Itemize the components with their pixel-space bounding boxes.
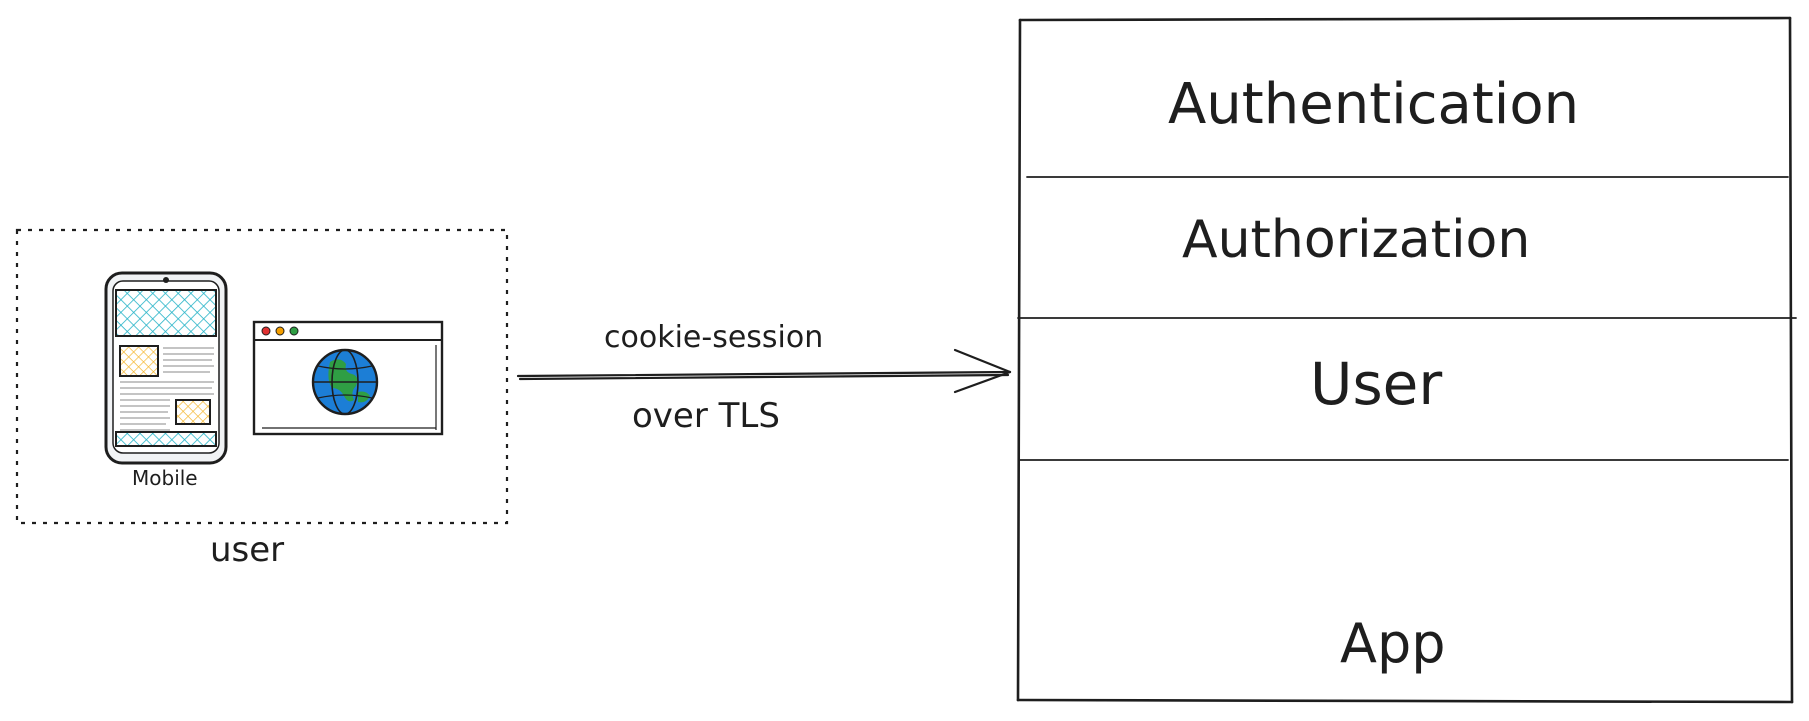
browser-window-icon	[252, 320, 444, 436]
mobile-label: Mobile	[132, 466, 198, 490]
mobile-device-icon	[104, 271, 228, 465]
user-group-boundary	[15, 228, 509, 525]
globe-icon	[311, 348, 379, 416]
layer-app-label: App	[1340, 612, 1446, 675]
layer-user-label: User	[1310, 350, 1443, 418]
window-maximize-dot	[289, 326, 299, 336]
connection-label-top: cookie-session	[604, 320, 824, 355]
layer-authorization-label: Authorization	[1182, 210, 1531, 270]
connection-arrow	[516, 348, 1012, 394]
window-minimize-dot	[275, 326, 285, 336]
server-stack	[1016, 16, 1797, 704]
user-group-label: user	[210, 530, 285, 570]
window-close-dot	[261, 326, 271, 336]
connection-label-bottom: over TLS	[632, 396, 780, 436]
layer-authentication-label: Authentication	[1168, 72, 1580, 137]
